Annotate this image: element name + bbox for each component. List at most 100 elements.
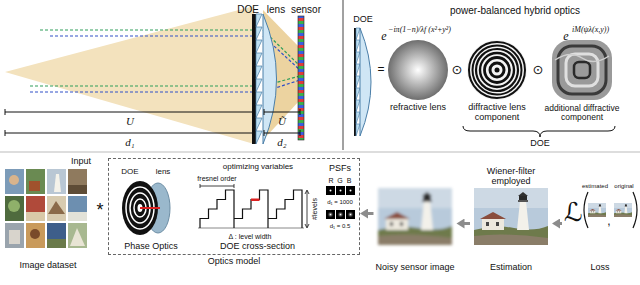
label: d₁ = 1000 bbox=[327, 199, 353, 206]
staircase-profile bbox=[200, 190, 302, 228]
refractive-phase bbox=[388, 40, 448, 100]
node-text: Input bbox=[71, 157, 91, 167]
thumbnail bbox=[5, 223, 24, 248]
phase-optics-figure bbox=[122, 181, 170, 235]
label: DOE bbox=[121, 168, 138, 177]
node-text: PSFs bbox=[329, 164, 351, 174]
label: ⊙ bbox=[452, 63, 463, 77]
psf-tile bbox=[326, 186, 335, 195]
estimation-panel: Wiener-filter employedEstimation bbox=[470, 165, 552, 275]
node-text: Phase Optics bbox=[124, 242, 178, 252]
label: d₂ bbox=[277, 136, 286, 148]
phase-ring bbox=[485, 58, 510, 83]
thumbnail bbox=[5, 196, 24, 221]
order-bracket bbox=[200, 184, 234, 188]
thumbnail bbox=[5, 169, 24, 194]
label: #levels bbox=[311, 198, 319, 220]
node-text: Image dataset bbox=[19, 261, 76, 271]
label: DOE bbox=[353, 15, 373, 25]
thumbnail bbox=[9, 175, 19, 185]
noisy-image-panel: Noisy sensor image bbox=[373, 172, 456, 275]
node-text: Noisy sensor image bbox=[375, 263, 454, 273]
phase-ring bbox=[476, 49, 518, 91]
label: = bbox=[377, 63, 384, 76]
label: diffractive lens component bbox=[460, 103, 534, 123]
doe-plate bbox=[252, 14, 256, 144]
label: refractive lens bbox=[390, 103, 446, 113]
thumbnail bbox=[26, 212, 45, 221]
phase-disk bbox=[467, 40, 527, 100]
thumbnail bbox=[54, 174, 61, 192]
divider bbox=[0, 152, 640, 153]
psf-tile bbox=[336, 210, 345, 219]
psf-tile bbox=[346, 186, 355, 195]
phase-ring bbox=[490, 63, 504, 77]
label: optimizing variables bbox=[223, 163, 293, 172]
additional-phase bbox=[552, 40, 612, 100]
thumbnail bbox=[68, 196, 87, 221]
label: R bbox=[328, 177, 333, 185]
level-marker bbox=[251, 199, 260, 202]
thumbnail bbox=[26, 169, 45, 194]
node-text: Optics model bbox=[208, 257, 261, 267]
thumbnail bbox=[47, 196, 66, 221]
label: G bbox=[337, 177, 342, 185]
psf-spot bbox=[347, 211, 354, 218]
thumbnail bbox=[70, 228, 85, 246]
label: lens bbox=[156, 168, 171, 177]
label: estimated bbox=[582, 183, 608, 190]
cut-line bbox=[140, 207, 160, 209]
gradient-arrow bbox=[559, 222, 562, 225]
doe-relief bbox=[356, 28, 360, 136]
psf-spot bbox=[330, 190, 332, 192]
label: ℒ bbox=[564, 198, 583, 227]
label: B bbox=[347, 177, 352, 185]
phase-contour bbox=[555, 54, 609, 61]
thumbnail bbox=[26, 196, 45, 221]
label: , bbox=[607, 215, 610, 228]
lens bbox=[360, 28, 371, 136]
psf-panel: PSFs bbox=[322, 162, 358, 254]
levels-arrow bbox=[305, 190, 309, 228]
thumbnail bbox=[48, 201, 65, 214]
psf-tile bbox=[336, 186, 345, 195]
phase-contour bbox=[558, 46, 606, 94]
diffractive-phase bbox=[467, 40, 527, 100]
label: * bbox=[96, 201, 103, 221]
label: power-balanced hybrid optics bbox=[450, 5, 580, 16]
phase-ring bbox=[469, 42, 525, 98]
sensor bbox=[298, 16, 304, 140]
phase-ring bbox=[495, 68, 500, 73]
label: DOE bbox=[237, 4, 259, 15]
thumbnail bbox=[30, 229, 40, 239]
label: additional diffractive component bbox=[536, 104, 628, 123]
label: DOE bbox=[530, 139, 550, 149]
label: U bbox=[126, 115, 134, 127]
label: ⊙ bbox=[533, 63, 544, 77]
label: Ũ bbox=[278, 115, 286, 127]
dimension-line bbox=[5, 109, 253, 115]
thumbnail bbox=[47, 223, 66, 248]
label: fresnel order bbox=[197, 175, 236, 183]
psf-spot bbox=[337, 211, 344, 218]
estimated-thumbnail bbox=[588, 203, 606, 217]
label: iM(ψλ(x,y)) bbox=[572, 26, 609, 35]
cross-section-figure bbox=[198, 184, 309, 228]
node-text: Estimation bbox=[490, 263, 532, 273]
label: Δ : level width bbox=[229, 233, 272, 241]
psf-tile bbox=[346, 210, 355, 219]
phase-square bbox=[552, 40, 612, 100]
divider bbox=[343, 0, 344, 150]
original-thumbnail bbox=[614, 203, 632, 217]
phase-ring bbox=[480, 53, 514, 87]
parenthesis bbox=[584, 192, 588, 228]
label: e bbox=[381, 30, 386, 43]
label: d₁ = 0.5 bbox=[330, 223, 351, 230]
thumbnail bbox=[68, 169, 87, 194]
phase-contour bbox=[574, 62, 590, 78]
label: e bbox=[563, 30, 568, 43]
optics-model-box: Optics modelPhase OpticsDOE cross-sectio… bbox=[108, 158, 360, 255]
thumbnail bbox=[9, 230, 20, 244]
thumbnail bbox=[68, 223, 87, 248]
thumbnail bbox=[68, 185, 87, 194]
